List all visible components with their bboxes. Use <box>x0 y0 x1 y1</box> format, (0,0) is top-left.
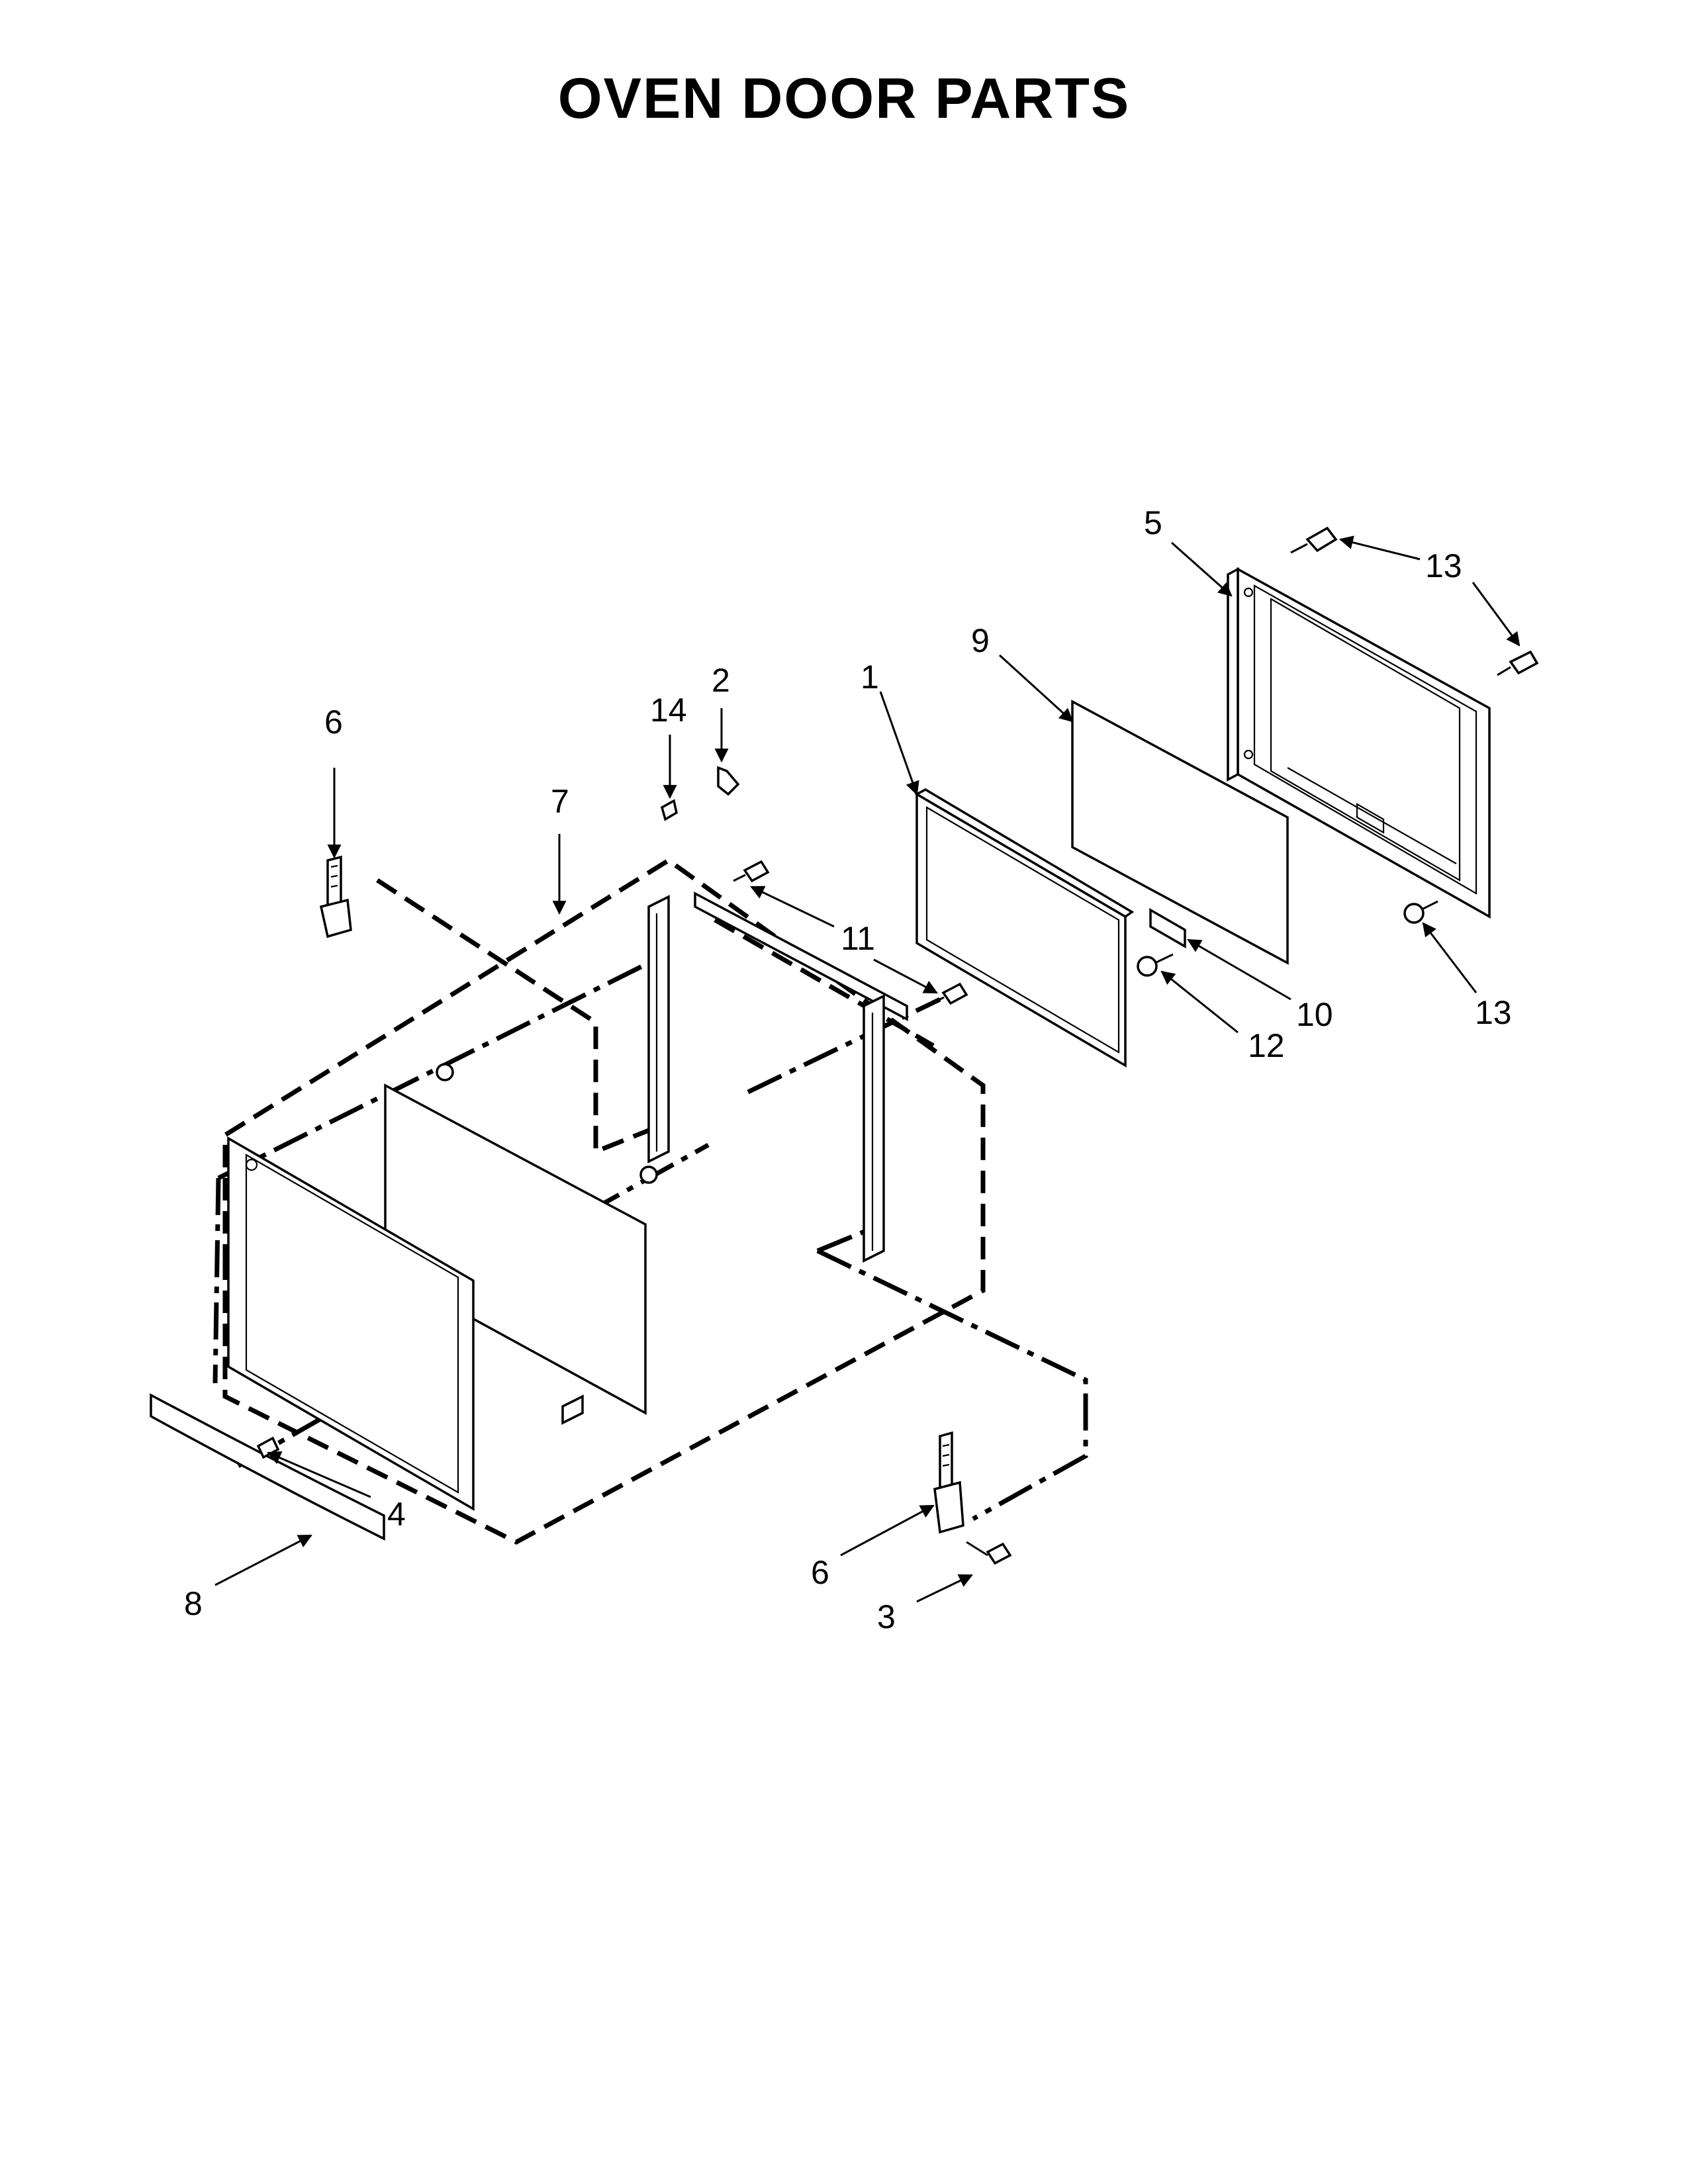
part-6-hinge-right <box>933 1431 964 1534</box>
part-3-screw <box>966 1541 1012 1565</box>
callout-14: 14 <box>650 692 687 729</box>
callout-3: 3 <box>877 1598 896 1635</box>
callout-5: 5 <box>1144 504 1162 541</box>
callout-6-right: 6 <box>811 1554 829 1591</box>
callout-1: 1 <box>861 659 879 696</box>
part-5-outer-door-frame <box>1227 567 1491 919</box>
callout-10: 10 <box>1296 996 1333 1033</box>
inner-glass-panel <box>384 1063 658 1425</box>
callout-4: 4 <box>387 1496 406 1533</box>
callout-2: 2 <box>712 662 730 699</box>
callout-6-left: 6 <box>324 704 343 741</box>
callout-7: 7 <box>551 783 569 820</box>
callout-labels: 1 2 3 4 5 6 6 7 8 9 10 11 12 13 13 14 <box>184 504 1512 1635</box>
part-12-screw <box>1137 953 1174 977</box>
callout-13-bottom: 13 <box>1475 994 1512 1031</box>
callout-9: 9 <box>971 622 990 659</box>
part-13-screw-top-left <box>1290 526 1338 554</box>
assembly-outline-7 <box>222 857 986 1545</box>
part-10-bracket <box>1149 907 1186 949</box>
callout-8: 8 <box>184 1585 203 1622</box>
part-13-screw-right <box>1497 650 1539 676</box>
callout-13-top: 13 <box>1425 547 1462 584</box>
door-liner-rails <box>647 891 908 1263</box>
part-7-door-panel <box>227 1136 475 1512</box>
part-9-glass-panel <box>1071 700 1289 965</box>
leader-lines <box>214 535 1521 1603</box>
part-11-screw-top <box>733 860 770 883</box>
part-8-handle <box>150 1393 385 1541</box>
part-4-handle-mount <box>256 1436 280 1459</box>
part-6-hinge-left <box>319 855 352 938</box>
part-2-clip <box>717 766 740 796</box>
part-14-clip <box>660 799 678 821</box>
part-1-glass-frame <box>914 788 1135 1068</box>
diagram-title: OVEN DOOR PARTS <box>557 67 1131 130</box>
part-13-screw-bottom <box>1403 900 1438 924</box>
part-11-screw-bottom <box>931 982 968 1005</box>
callout-11: 11 <box>841 920 875 957</box>
callout-12: 12 <box>1248 1027 1285 1064</box>
